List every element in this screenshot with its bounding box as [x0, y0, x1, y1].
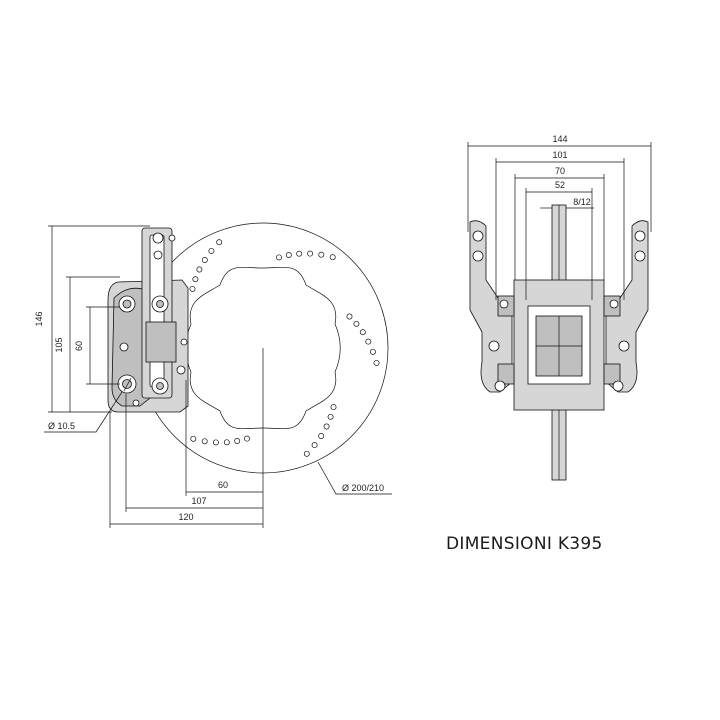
dim-60h-label: 60 [218, 480, 228, 490]
side-fitting [176, 365, 186, 375]
disc-drill-hole [329, 254, 336, 261]
left-nut [499, 299, 509, 309]
disc-drill-hole [307, 250, 314, 257]
left-bolt-4 [494, 380, 506, 392]
front-dimensions: 144 101 70 52 8/12 [467, 134, 652, 300]
front-view: 144 101 70 52 8/12 [467, 134, 652, 481]
left-arm [469, 220, 513, 393]
bottom-fitting [132, 399, 140, 407]
disc-drill-hole [201, 438, 208, 445]
disc-drill-hole [216, 239, 223, 246]
drawing-title: DIMENSIONI K395 [446, 534, 603, 554]
dim-52-label: 52 [555, 180, 565, 190]
disc-drill-hole [318, 251, 325, 258]
disc-drill-hole [323, 423, 330, 430]
right-piston-bottom [603, 363, 621, 385]
pivot-bolt-bottom-core [156, 382, 164, 390]
dim-105-label: 105 [54, 337, 64, 352]
disc-drill-hole [311, 442, 318, 449]
disc-drill-hole [196, 266, 203, 273]
dim-disc-leader [317, 461, 392, 495]
right-bolt-3 [618, 340, 630, 352]
right-bolt-4 [612, 380, 624, 392]
left-bolt-1 [472, 230, 484, 242]
disc-drill-hole [353, 320, 360, 327]
side-view: 146 105 60 Ø 10.5 60 107 [34, 222, 392, 528]
dim-60v-label: 60 [74, 341, 84, 351]
dim-disc-width-label: 8/12 [573, 197, 591, 207]
dim-107-label: 107 [191, 496, 206, 506]
dim-disc-label: Ø 200/210 [342, 483, 384, 493]
disc-drill-hole [201, 257, 208, 263]
bleed-nipple [119, 342, 129, 352]
dim-120-label: 120 [178, 512, 193, 522]
disc-drill-hole [330, 404, 337, 411]
dim-144-label: 144 [552, 134, 567, 144]
disc-drill-hole [369, 348, 376, 355]
disc-drill-hole [365, 338, 372, 345]
disc-drill-hole [373, 359, 380, 366]
disc-drill-hole [234, 438, 241, 444]
disc-drill-hole [223, 439, 230, 446]
disc-drill-hole [285, 252, 292, 258]
disc-drill-hole [346, 313, 353, 320]
mount-bolt-top-core [122, 299, 132, 309]
side-fitting-2 [180, 338, 188, 346]
dim-146-label: 146 [34, 311, 44, 326]
caliper-piston-housing [145, 321, 177, 363]
disc-drill-hole [276, 254, 282, 261]
disc-drill-hole [192, 276, 199, 283]
disc-drill-hole [244, 435, 250, 442]
left-bolt-2 [472, 250, 484, 262]
dim-hole-leader [44, 391, 123, 433]
pivot-bolt-top-core [156, 300, 164, 308]
disc-drill-hole [212, 439, 219, 446]
dim-101-label: 101 [552, 150, 567, 160]
disc-drill-hole [296, 250, 303, 257]
disc-drill-hole [359, 329, 366, 336]
disc-drill-hole [303, 450, 310, 457]
dim-70-label: 70 [555, 166, 565, 176]
top-bolt [152, 232, 164, 244]
left-piston-bottom [497, 363, 515, 385]
disc-drill-hole [318, 433, 325, 439]
right-nut [609, 299, 619, 309]
right-arm [605, 220, 649, 393]
right-bolt-2 [634, 250, 646, 262]
disc-drill-hole [327, 413, 334, 420]
disc-drill-hole [208, 247, 215, 254]
disc-drill-hole [190, 435, 197, 442]
right-bolt-1 [634, 230, 646, 242]
disc-drill-hole [189, 285, 196, 292]
side-dimensions: 146 105 60 Ø 10.5 60 107 [34, 225, 392, 528]
left-bolt-3 [488, 340, 500, 352]
bolt-center-mark [123, 377, 132, 392]
top-bolt-2 [153, 250, 163, 260]
dim-hole-label: Ø 10.5 [48, 421, 75, 431]
top-nut [168, 234, 176, 242]
mount-bolt-bottom-core [122, 379, 132, 389]
caliper-side [107, 227, 189, 413]
